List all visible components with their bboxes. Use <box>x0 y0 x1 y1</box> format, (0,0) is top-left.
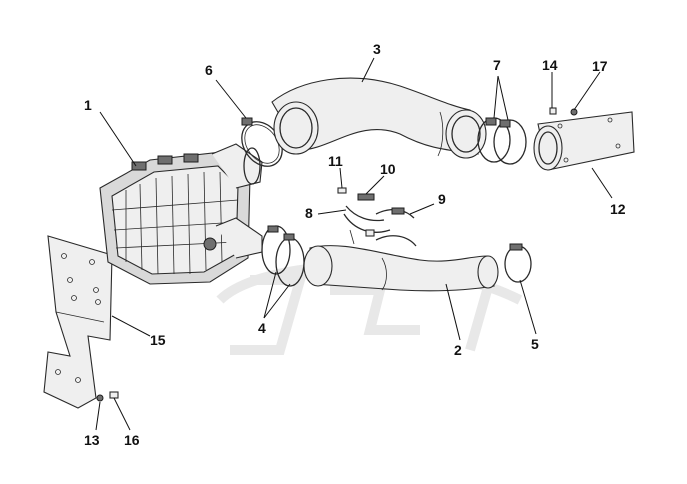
callout-17: 17 <box>592 58 608 74</box>
callout-9: 9 <box>438 191 446 207</box>
callout-10: 10 <box>380 161 396 177</box>
callout-13: 13 <box>84 432 100 448</box>
callout-14: 14 <box>542 57 558 73</box>
bolt-13 <box>96 394 104 402</box>
callout-labels: 1 2 3 4 5 6 7 8 9 10 11 12 13 14 15 16 1… <box>84 41 626 448</box>
callout-5: 5 <box>531 336 539 352</box>
upper-intake-hose-3 <box>271 77 487 159</box>
callout-16: 16 <box>124 432 140 448</box>
callout-12: 12 <box>610 201 626 217</box>
callout-2: 2 <box>454 342 462 358</box>
callout-15: 15 <box>150 332 166 348</box>
nut-17 <box>570 108 578 116</box>
air-filter-housing-1 <box>99 143 263 285</box>
callout-3: 3 <box>373 41 381 57</box>
leader-lines <box>95 57 613 431</box>
screw-14 <box>549 107 557 115</box>
callout-7: 7 <box>493 57 501 73</box>
callout-6: 6 <box>205 62 213 78</box>
outlet-flange-12 <box>533 111 635 171</box>
callout-4: 4 <box>258 320 266 336</box>
mounting-bracket-15 <box>43 235 113 409</box>
clip-10 <box>357 193 375 201</box>
bolt-16 <box>109 391 119 399</box>
callout-1: 1 <box>84 97 92 113</box>
saddle-clamp-9 <box>375 207 417 247</box>
callout-8: 8 <box>305 205 313 221</box>
saddle-clamp-8 <box>343 205 391 245</box>
hose-clamp-5 <box>504 243 532 283</box>
bolt-11 <box>337 187 347 194</box>
callout-11: 11 <box>328 153 343 169</box>
lower-intake-hose-2 <box>303 245 499 292</box>
